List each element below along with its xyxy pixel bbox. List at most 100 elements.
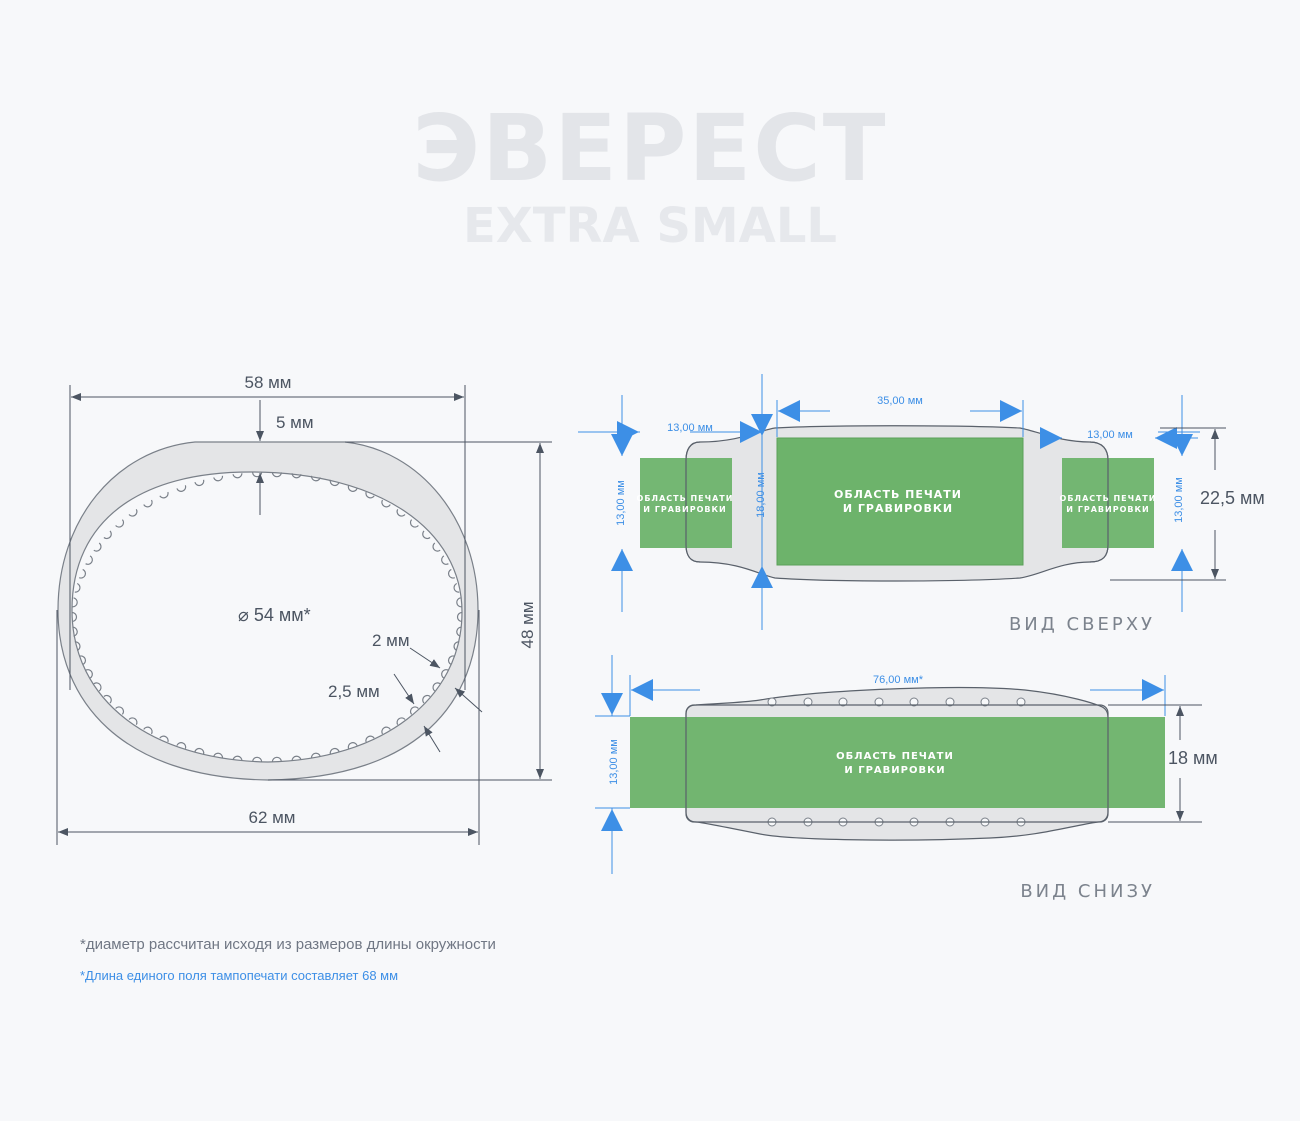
band-tooth bbox=[310, 752, 321, 759]
band-tooth bbox=[396, 508, 406, 517]
band-tooth bbox=[456, 626, 462, 637]
bottom-dim-total-height: 18 мм bbox=[1168, 748, 1218, 768]
band-tooth bbox=[271, 471, 282, 478]
bottom-area-text-2: И ГРАВИРОВКИ bbox=[844, 765, 945, 776]
band-tooth bbox=[329, 747, 340, 755]
band-hole bbox=[874, 697, 884, 707]
band-tooth bbox=[271, 756, 282, 763]
dim-label-wall-thickness: 2 мм bbox=[372, 631, 410, 650]
dim-label-tooth-height: 5 мм bbox=[276, 413, 314, 432]
band-tooth bbox=[453, 582, 460, 593]
band-tooth bbox=[365, 735, 375, 743]
band-tooth bbox=[194, 479, 205, 487]
dim-label-width-bottom: 62 мм bbox=[248, 808, 295, 827]
footnote-print-length: *Длина единого поля тампопечати составля… bbox=[80, 968, 399, 983]
band-tooth bbox=[291, 473, 302, 479]
band-tooth bbox=[381, 499, 391, 508]
band-tooth bbox=[143, 726, 153, 735]
top-area-center-text-1: ОБЛАСТЬ ПЕЧАТИ bbox=[834, 488, 962, 501]
band-tooth bbox=[409, 706, 419, 715]
top-dim-left-side: 13,00 мм bbox=[667, 422, 713, 434]
band-tooth bbox=[93, 542, 102, 552]
top-view: ОБЛАСТЬ ПЕЧАТИ И ГРАВИРОВКИ ОБЛАСТЬ ПЕЧА… bbox=[578, 374, 1265, 635]
bottom-dim-length: 76,00 мм* bbox=[873, 674, 924, 686]
top-dim-center: 35,00 мм bbox=[877, 395, 923, 407]
top-area-left-text-2: И ГРАВИРОВКИ bbox=[643, 505, 726, 514]
side-view: 58 мм 62 мм 48 мм 5 мм ⌀ 54 мм* 2 мм 2,5… bbox=[56, 373, 552, 845]
band-tooth bbox=[78, 655, 87, 666]
band-tooth bbox=[291, 755, 302, 761]
top-dim-left-height: 13,00 мм bbox=[615, 480, 627, 526]
band-tooth bbox=[194, 747, 205, 755]
band-hole bbox=[803, 697, 813, 707]
band-tooth bbox=[78, 568, 87, 579]
top-dim-total-height: 22,5 мм bbox=[1200, 488, 1265, 508]
band-hole bbox=[909, 697, 919, 707]
top-view-label: ВИД СВЕРХУ bbox=[1009, 614, 1155, 635]
band-tooth bbox=[115, 706, 125, 715]
top-area-left-text-1: ОБЛАСТЬ ПЕЧАТИ bbox=[637, 494, 734, 503]
band-tooth bbox=[103, 530, 112, 540]
band-tooth bbox=[159, 491, 169, 499]
band-tooth bbox=[441, 669, 449, 679]
band-tooth bbox=[347, 485, 358, 492]
band-tooth bbox=[453, 641, 460, 652]
band-tooth bbox=[232, 473, 243, 479]
footnote-diameter: *диаметр рассчитан исходя из размеров дл… bbox=[80, 936, 496, 953]
dim-label-diameter: ⌀ 54 мм* bbox=[238, 605, 311, 625]
band-tooth bbox=[347, 742, 358, 749]
product-title: ЭВЕРЕСТ bbox=[412, 95, 888, 202]
band-tooth bbox=[85, 669, 93, 679]
top-print-area-center bbox=[776, 437, 1024, 566]
top-area-right-text-1: ОБЛАСТЬ ПЕЧАТИ bbox=[1060, 494, 1157, 503]
band-tooth bbox=[432, 542, 441, 552]
band-hole bbox=[767, 697, 777, 707]
bottom-area-text-1: ОБЛАСТЬ ПЕЧАТИ bbox=[836, 751, 954, 762]
bottom-inner-outline bbox=[685, 704, 1109, 823]
band-tooth bbox=[128, 508, 138, 517]
band-tooth bbox=[310, 475, 321, 482]
band-tooth bbox=[422, 530, 431, 540]
product-subtitle: EXTRA SMALL bbox=[462, 198, 837, 254]
dim-label-wall-with-teeth: 2,5 мм bbox=[328, 682, 380, 701]
band-tooth bbox=[456, 611, 463, 623]
band-tooth bbox=[128, 717, 138, 726]
top-dim-center-height: 18,00 мм bbox=[755, 472, 767, 518]
band-tooth bbox=[103, 694, 112, 704]
band-hole bbox=[838, 697, 848, 707]
top-area-right-text-2: И ГРАВИРОВКИ bbox=[1066, 505, 1149, 514]
band-teeth bbox=[71, 471, 463, 763]
band-tooth bbox=[232, 755, 243, 761]
top-dim-right-height: 13,00 мм bbox=[1173, 477, 1185, 523]
band-tooth bbox=[176, 485, 187, 492]
band-tooth bbox=[72, 626, 78, 637]
band-tooth bbox=[115, 519, 125, 528]
band-tooth bbox=[74, 582, 81, 593]
band-tooth bbox=[456, 597, 462, 608]
band-tooth bbox=[409, 519, 419, 528]
band-tooth bbox=[213, 475, 224, 482]
band-tooth bbox=[447, 568, 456, 579]
band-tooth bbox=[447, 655, 456, 666]
band-tooth bbox=[381, 726, 391, 735]
band-tooth bbox=[213, 752, 224, 759]
bottom-print-area bbox=[630, 717, 1165, 808]
band-tooth bbox=[159, 735, 169, 743]
bottom-view-label: ВИД СНИЗУ bbox=[1020, 881, 1155, 902]
band-tooth bbox=[176, 742, 187, 749]
band-tooth bbox=[93, 682, 102, 692]
band-hole bbox=[1016, 697, 1026, 707]
band-hole bbox=[945, 697, 955, 707]
band-inner-opening bbox=[71, 471, 463, 763]
band-tooth bbox=[74, 641, 81, 652]
band-tooth bbox=[85, 555, 93, 565]
band-tooth bbox=[441, 555, 449, 565]
band-tooth bbox=[432, 682, 441, 692]
band-tooth bbox=[143, 499, 153, 508]
dim-label-height: 48 мм bbox=[518, 601, 537, 648]
band-hole bbox=[980, 697, 990, 707]
band-tooth bbox=[365, 491, 375, 499]
top-dim-right-side: 13,00 мм bbox=[1087, 429, 1133, 441]
band-tooth bbox=[252, 756, 263, 763]
